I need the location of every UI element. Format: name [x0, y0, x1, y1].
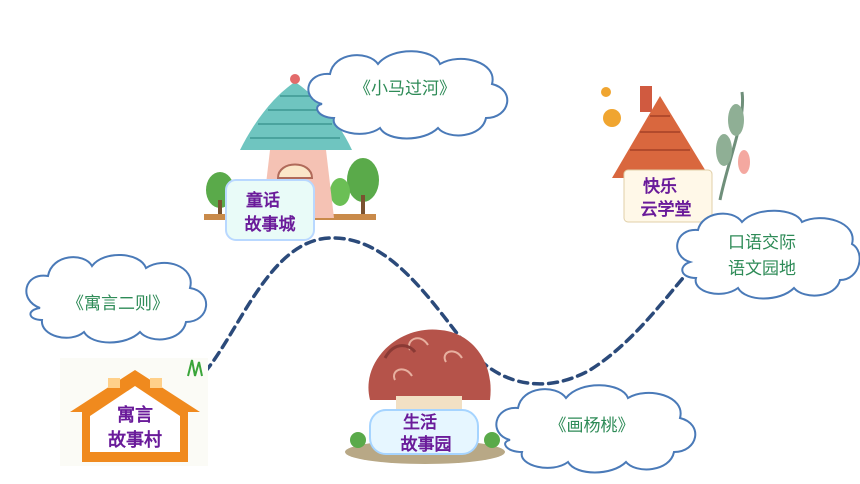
cloud-fairy-text: 《小马过河》: [354, 79, 456, 99]
life-garden-sign-line1: 生活: [403, 412, 437, 433]
life-garden-sign-line2: 故事园: [401, 434, 452, 455]
grass-icon: [187, 359, 203, 377]
cloud-happy-line2: 语文园地: [728, 259, 796, 279]
happy-hall-sign-line2: 云学堂: [641, 199, 692, 220]
fairy-city-house[interactable]: 童话 故事城: [204, 74, 379, 241]
happy-hall-sign-line1: 快乐: [643, 176, 677, 197]
cloud-happy-line1: 口语交际: [728, 233, 796, 253]
cloud-life[interactable]: 《画杨桃》: [495, 384, 697, 474]
fable-village-sign-line2: 故事村: [108, 429, 162, 451]
cloud-fairy[interactable]: 《小马过河》: [307, 50, 509, 140]
life-garden-house[interactable]: 生活 故事园: [345, 329, 505, 464]
cloud-fable[interactable]: 《寓言二则》: [25, 253, 208, 344]
route-path: [203, 236, 690, 386]
fable-village-house[interactable]: 寓言 故事村: [60, 358, 208, 466]
fairy-city-sign-line2: 故事城: [245, 214, 296, 235]
cloud-happy[interactable]: 口语交际 语文园地: [676, 209, 860, 300]
fairy-city-sign-line1: 童话: [246, 190, 280, 211]
cloud-fable-text: 《寓言二则》: [67, 294, 169, 314]
happy-hall-house[interactable]: 快乐 云学堂: [601, 86, 750, 223]
fable-village-sign-line1: 寓言: [117, 404, 153, 426]
cloud-life-text: 《画杨桃》: [550, 416, 635, 436]
